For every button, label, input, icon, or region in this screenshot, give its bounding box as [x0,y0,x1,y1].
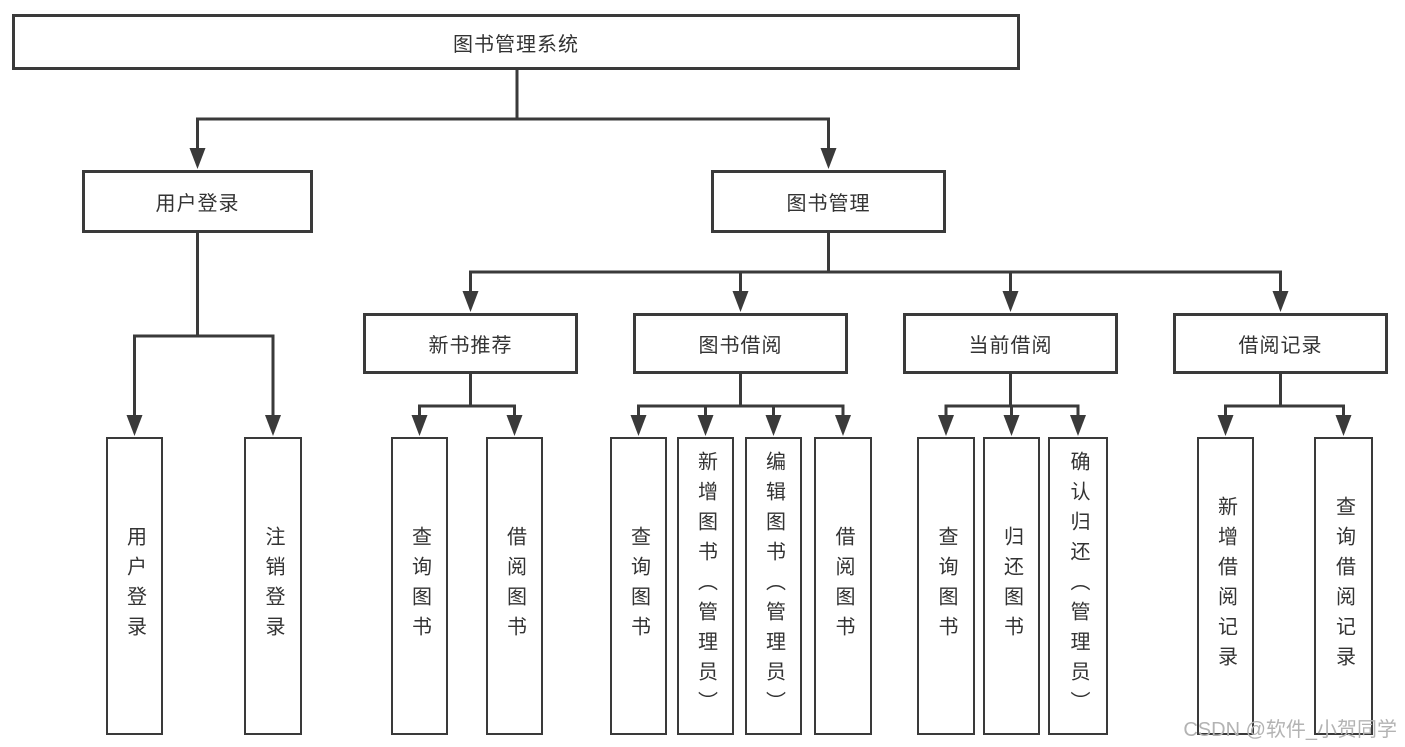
leaf-confirm-return-label: 确认归还（管理员） [1067,451,1089,721]
leaf-add-record: 新增借阅记录 [1197,437,1254,735]
node-current-borrow: 当前借阅 [903,313,1118,374]
connector-borrow-to-leaves [630,374,851,436]
node-book-mgmt-label: 图书管理 [786,193,871,215]
leaf-query-book-3: 查询图书 [917,437,975,735]
leaf-borrow-book-1-label: 借阅图书 [503,526,526,646]
connector-root-to-level2 [189,70,837,169]
connector-newbook-to-leaves [411,374,523,436]
leaf-edit-book: 编辑图书（管理员） [745,437,802,735]
leaf-user-login: 用户登录 [106,437,163,735]
leaf-query-book-1: 查询图书 [391,437,448,735]
node-book-mgmt: 图书管理 [711,170,946,233]
leaf-edit-book-label: 编辑图书（管理员） [762,451,785,721]
leaf-borrow-book-1: 借阅图书 [486,437,543,735]
leaf-borrow-book-2: 借阅图书 [814,437,872,735]
leaf-query-book-3-label: 查询图书 [935,526,957,646]
leaf-confirm-return: 确认归还（管理员） [1048,437,1108,735]
leaf-borrow-book-2-label: 借阅图书 [832,526,854,646]
connector-current-to-leaves [938,374,1086,436]
node-user-login: 用户登录 [82,170,313,233]
leaf-logout: 注销登录 [244,437,302,735]
leaf-query-book-2-label: 查询图书 [627,526,650,646]
leaf-add-book: 新增图书（管理员） [677,437,734,735]
node-new-book-rec-label: 新书推荐 [428,335,513,357]
node-current-borrow-label: 当前借阅 [968,335,1053,357]
connector-records-to-leaves [1217,374,1352,436]
leaf-add-book-label: 新增图书（管理员） [694,451,717,721]
leaf-logout-label: 注销登录 [262,526,284,646]
node-book-borrow-label: 图书借阅 [698,335,783,357]
node-new-book-rec: 新书推荐 [363,313,578,374]
leaf-return-book-label: 归还图书 [1000,526,1023,646]
node-user-login-label: 用户登录 [155,193,240,215]
node-root-label: 图书管理系统 [453,33,579,56]
node-borrow-records-label: 借阅记录 [1238,335,1323,357]
leaf-query-book-2: 查询图书 [610,437,667,735]
connector-login-to-leaves [126,233,281,436]
leaf-return-book: 归还图书 [983,437,1040,735]
leaf-query-record-label: 查询借阅记录 [1332,496,1355,676]
node-borrow-records: 借阅记录 [1173,313,1388,374]
leaf-user-login-label: 用户登录 [123,526,146,646]
leaf-query-record: 查询借阅记录 [1314,437,1373,735]
connector-mgmt-to-level3 [462,233,1289,312]
csdn-watermark: CSDN @软件_小贺同学 [1183,719,1397,741]
leaf-add-record-label: 新增借阅记录 [1214,496,1237,676]
node-root: 图书管理系统 [12,14,1020,70]
leaf-query-book-1-label: 查询图书 [408,526,431,646]
node-book-borrow: 图书借阅 [633,313,848,374]
